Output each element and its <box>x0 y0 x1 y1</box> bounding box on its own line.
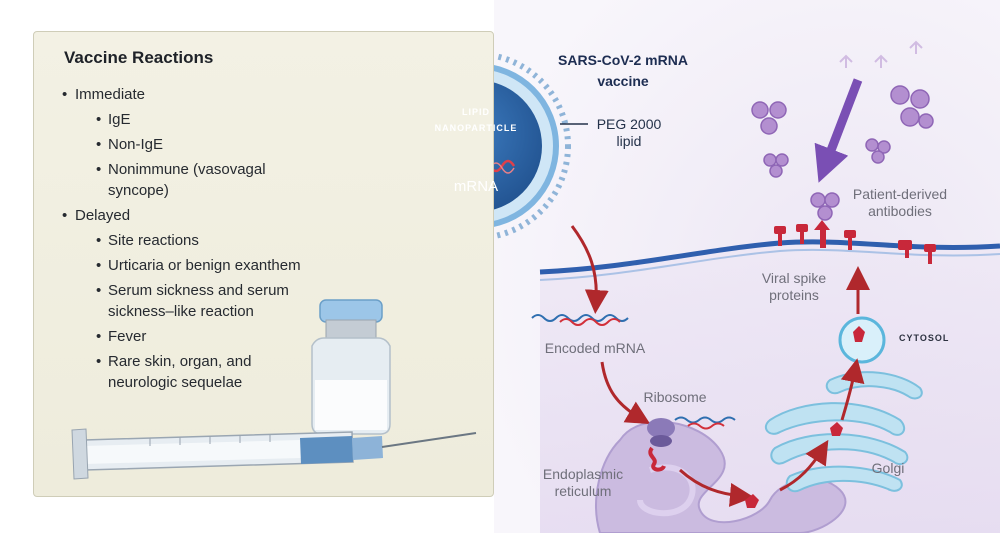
ribosome-label: Ribosome <box>643 389 707 405</box>
reaction-text: Nonimmune (vasovagal syncope) <box>108 161 266 199</box>
bullet-icon: • <box>96 328 102 345</box>
arrow-np-to-mrna <box>570 225 609 314</box>
arrow-mrna-to-ribosome <box>600 361 651 425</box>
spike-label-line1: Viral spike <box>761 270 827 286</box>
nanoparticle-label-line1: LIPID <box>461 107 490 117</box>
reaction-category: • Immediate <box>62 84 323 105</box>
vaccine-title: SARS-CoV-2 mRNA vaccine <box>538 50 708 92</box>
antibodies-label-line1: Patient-derived <box>852 186 948 202</box>
reaction-text: IgE <box>108 111 131 128</box>
golgi-apparatus <box>764 371 923 493</box>
reaction-text: Rare skin, organ, and neurologic sequela… <box>108 353 252 391</box>
spike-proteins-label: Viral spike proteins <box>744 270 844 304</box>
er-label-line1: Endoplasmic <box>542 466 624 482</box>
vaccine-title-line1: SARS-CoV-2 mRNA <box>558 52 688 68</box>
reactions-list: • Immediate • IgE • Non-IgE • Nonimmune (vasova… <box>62 80 323 393</box>
reaction-subitem: • Serum sickness and serum sickness–like … <box>62 280 323 322</box>
spike-protein-blobs <box>745 326 865 508</box>
reaction-subitem: • IgE <box>62 109 323 130</box>
vaccine-reactions-panel: Vaccine Reactions • Immediate • IgE • Non-IgE… <box>33 31 494 497</box>
er-label: Endoplasmic reticulum <box>528 466 638 500</box>
nanoparticle-label-line2: NANOPARTICLE <box>434 123 518 133</box>
arrow-er-to-golgi <box>779 439 829 492</box>
antibodies-label-line2: antibodies <box>868 203 932 219</box>
golgi-label: Golgi <box>871 460 905 476</box>
arrow-ribosome-to-er <box>678 468 754 507</box>
antibodies-label: Patient-derived antibodies <box>840 186 960 220</box>
peg-label-line1: PEG 2000 <box>596 116 662 132</box>
peg-lipid-label: PEG 2000 lipid <box>588 116 670 150</box>
ribosome-shape <box>647 416 736 472</box>
bullet-icon: • <box>62 86 68 103</box>
antibody-arrow <box>814 78 863 183</box>
reaction-text: Delayed <box>75 207 131 224</box>
reaction-text: Site reactions <box>108 232 199 249</box>
bullet-icon: • <box>96 257 102 274</box>
mrna-core-label: mRNA <box>453 178 499 195</box>
encoded-mrna-label: Encoded mRNA <box>544 340 646 356</box>
reaction-text: Non-IgE <box>108 136 164 153</box>
er-label-line2: reticulum <box>554 483 612 499</box>
viral-spike-proteins <box>774 220 936 264</box>
bullet-icon: • <box>96 136 102 153</box>
encoded-mrna-strand <box>531 314 629 322</box>
spike-label-line2: proteins <box>769 287 819 303</box>
faded-antibodies <box>839 40 923 68</box>
peg-label-line2: lipid <box>616 133 642 149</box>
reaction-subitem: • Urticaria or benign exanthem <box>62 255 323 276</box>
cytosol-label: CYTOSOL <box>899 333 950 343</box>
reaction-subitem: • Site reactions <box>62 230 323 251</box>
bullet-icon: • <box>62 207 68 224</box>
arrow-golgi-to-vesicle <box>840 358 865 421</box>
reaction-text: Immediate <box>75 86 146 103</box>
reaction-subitem: • Rare skin, organ, and neurologic sequel… <box>62 351 323 393</box>
reaction-text: Urticaria or benign exanthem <box>108 257 301 274</box>
reaction-subitem: • Fever <box>62 326 323 347</box>
reaction-subitem: • Non-IgE <box>62 134 323 155</box>
reaction-subitem: • Nonimmune (vasovagal syncope) <box>62 159 323 201</box>
bullet-icon: • <box>96 282 102 299</box>
bullet-icon: • <box>96 232 102 249</box>
reaction-text: Serum sickness and serum sickness–like r… <box>108 282 289 320</box>
reaction-text: Fever <box>108 328 147 345</box>
panel-title: Vaccine Reactions <box>64 48 214 67</box>
nanoparticle-label: LIPID NANOPARTICLE <box>426 104 526 136</box>
reaction-category: • Delayed <box>62 205 323 226</box>
antibodies <box>751 85 934 221</box>
bullet-icon: • <box>96 111 102 128</box>
bullet-icon: • <box>96 161 102 178</box>
vaccine-title-line2: vaccine <box>597 73 649 89</box>
bullet-icon: • <box>96 353 102 370</box>
